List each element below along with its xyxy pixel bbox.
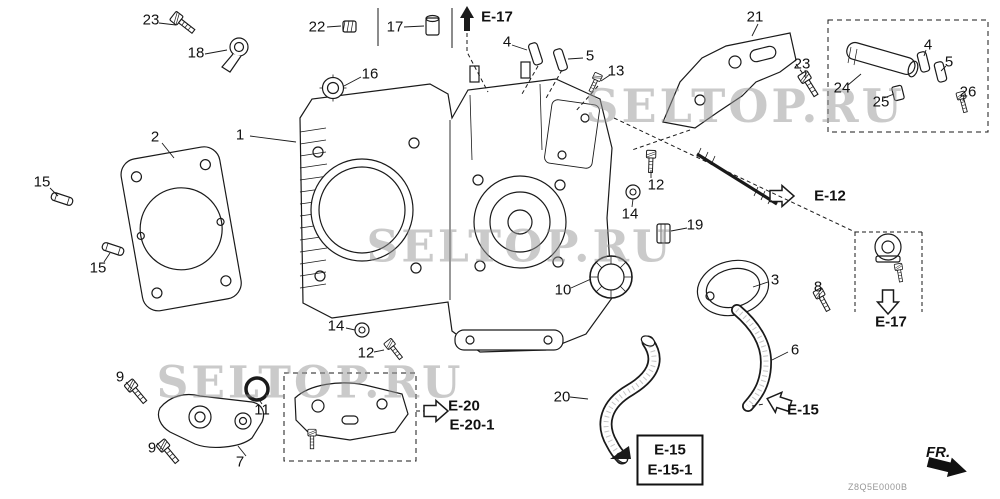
tab-bracket	[221, 37, 249, 73]
fr-arrow	[926, 457, 967, 478]
callout-16-19: 16	[361, 65, 379, 83]
arrow-e17-up	[460, 6, 474, 31]
clip-19	[656, 223, 671, 244]
thermo-part	[874, 233, 906, 283]
grommet	[342, 20, 357, 33]
stay-plate-e20	[294, 382, 409, 450]
callout-10-27: 10	[554, 281, 572, 299]
ref-e-20-37: E-20	[448, 397, 480, 415]
fr-label: FR.	[926, 444, 951, 461]
ref-e-15-31: E-15	[787, 401, 819, 419]
stay-plate-e20-box	[283, 372, 417, 462]
inset-shims	[891, 51, 948, 102]
cap	[425, 14, 440, 36]
cylinder-gasket	[120, 146, 242, 312]
mount-bracket	[157, 393, 265, 448]
callout-25-13: 25	[872, 93, 890, 111]
ref-box-line: E-15-1	[647, 461, 693, 478]
dashed-leaders	[416, 33, 923, 412]
arrowhead-e15-box	[610, 446, 631, 459]
callout-1-18: 1	[235, 126, 245, 144]
callout-13-7: 13	[607, 62, 625, 80]
leader-lines	[49, 22, 965, 457]
part-code: Z8Q5E0000B	[848, 482, 908, 492]
callout-26-14: 26	[959, 83, 977, 101]
callout-2-15: 2	[150, 128, 160, 146]
callout-12-20: 12	[647, 176, 665, 194]
callout-21-8: 21	[746, 8, 764, 26]
callout-7-36: 7	[235, 453, 245, 471]
callout-14-21: 14	[621, 205, 639, 223]
callout-23-0: 23	[142, 11, 160, 29]
callout-6-30: 6	[790, 341, 800, 359]
ref-e-17-4: E-17	[481, 8, 513, 26]
callout-5-12: 5	[944, 53, 954, 71]
callout-19-22: 19	[686, 216, 704, 234]
callout-24-10: 24	[833, 79, 851, 97]
callout-20-32: 20	[553, 388, 571, 406]
inset-box	[827, 19, 989, 133]
cylinder-block	[299, 61, 613, 353]
ref-box-line: E-15	[654, 441, 686, 459]
callout-14-28: 14	[327, 317, 345, 335]
callout-9-34: 9	[147, 439, 157, 457]
callout-8-25: 8	[813, 278, 823, 296]
callout-4-11: 4	[923, 36, 933, 54]
ref-e-17-26: E-17	[875, 313, 907, 331]
callout-12-29: 12	[357, 344, 375, 362]
callout-3-24: 3	[770, 271, 780, 289]
o-ring	[244, 376, 270, 402]
callout-17-3: 17	[386, 18, 404, 36]
callout-23-9: 23	[793, 55, 811, 73]
callout-5-6: 5	[585, 47, 595, 65]
callout-4-5: 4	[502, 33, 512, 51]
callout-18-1: 18	[187, 44, 205, 62]
ref-e-20-1-38: E-20-1	[449, 416, 495, 434]
callout-15-16: 15	[33, 173, 51, 191]
shim-plates-top	[527, 42, 568, 72]
callout-11-35: 11	[254, 401, 270, 419]
callout-9-33: 9	[115, 368, 125, 386]
header-separators	[377, 8, 453, 48]
stay-plate	[662, 32, 797, 129]
stud-bolt	[696, 147, 778, 206]
ref-e-12-23: E-12	[814, 187, 846, 205]
inset-pipe-24	[846, 41, 919, 78]
breather-tube	[731, 304, 773, 412]
crank-seal	[589, 255, 633, 299]
callout-15-17: 15	[89, 259, 107, 277]
oil-seal	[319, 74, 347, 102]
callout-22-2: 22	[308, 18, 326, 36]
